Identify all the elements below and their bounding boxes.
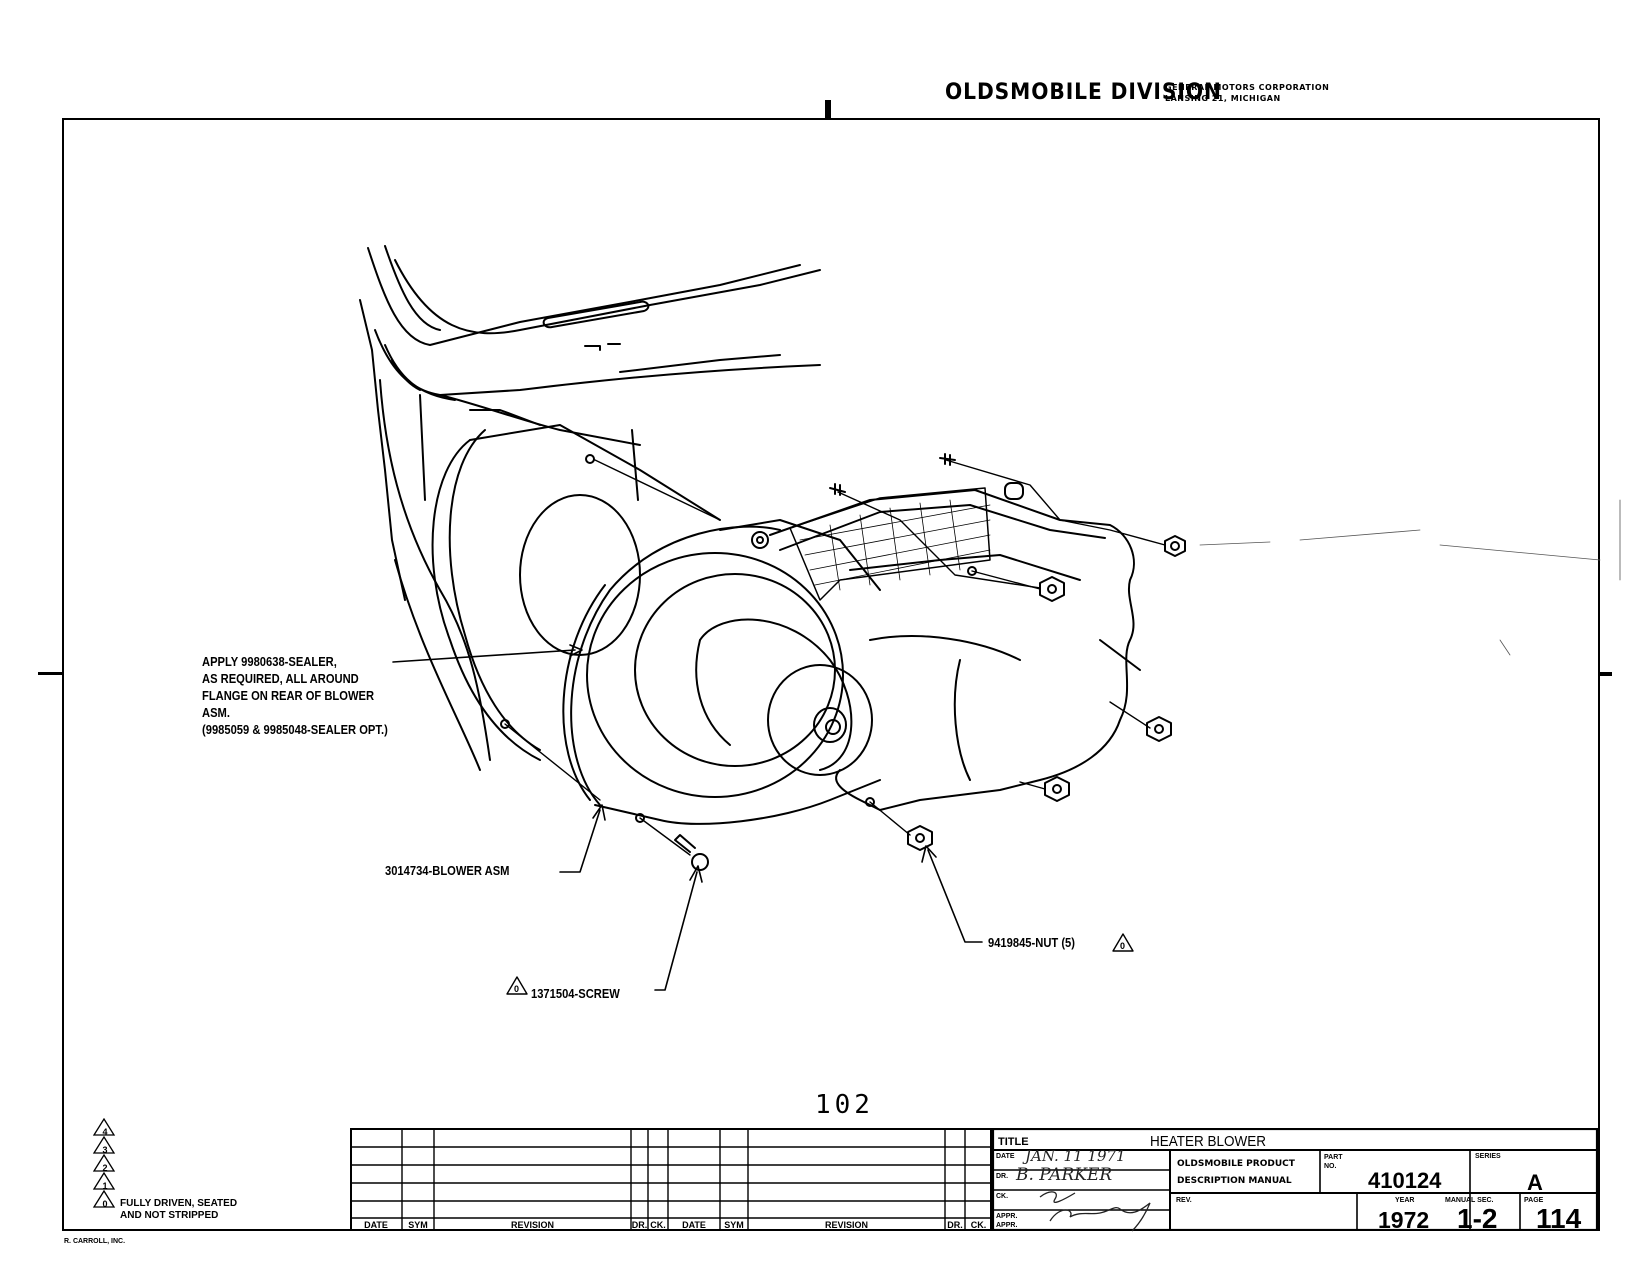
leader-lines <box>504 459 1166 856</box>
drawn-by-value: B. PARKER <box>1016 1165 1113 1185</box>
rev-col-dr-1: DR. <box>631 1220 648 1230</box>
rev-col-date-2: DATE <box>682 1220 706 1230</box>
frame-left-tick <box>38 672 62 675</box>
part-number-label: PART NO. <box>1324 1154 1343 1170</box>
legend-note: FULLY DRIVEN, SEATED AND NOT STRIPPED <box>120 1198 238 1221</box>
svg-text:0: 0 <box>1120 941 1125 951</box>
blower-housing <box>562 519 881 825</box>
cowl-panel <box>359 245 821 771</box>
rev-col-sym-1: SYM <box>408 1220 428 1230</box>
year-label: YEAR <box>1395 1197 1415 1204</box>
manual-name: OLDSMOBILE PRODUCT DESCRIPTION MANUAL <box>1177 1156 1295 1190</box>
frame-right-tick <box>1600 672 1612 676</box>
rev-col-dr-2: DR. <box>947 1220 963 1230</box>
corporation-address: LANSING 21, MICHIGAN <box>1165 94 1281 103</box>
drawing-title: HEATER BLOWER <box>1150 1133 1267 1150</box>
rev-label: REV. <box>1176 1197 1192 1204</box>
approved-label: APPR. <box>996 1213 1018 1220</box>
signature-marks <box>1039 1191 1151 1232</box>
manual-line-2: DESCRIPTION MANUAL <box>1177 1176 1292 1186</box>
svg-text:0: 0 <box>514 984 519 994</box>
blower-asm-callout: 3014734-BLOWER ASM <box>385 863 510 878</box>
page-value: 114 <box>1536 1203 1582 1234</box>
manual-section-value: 1-2 <box>1457 1203 1498 1234</box>
corporation-name: GENERAL MOTORS CORPORATION <box>1165 83 1330 92</box>
warning-triangle-digits: 0 0 <box>514 941 1125 994</box>
rev-col-date-1: DATE <box>364 1220 388 1230</box>
legend-number-0: 0 <box>102 1199 108 1209</box>
drawing-page-number: 102 <box>815 1090 874 1120</box>
date-value: JAN. 11 1971 <box>1025 1147 1126 1165</box>
frame-tick-mark <box>825 100 831 118</box>
legend-number-4: 4 <box>102 1127 108 1137</box>
legend-number-1: 1 <box>102 1181 108 1191</box>
checked-label: CK. <box>996 1193 1009 1200</box>
division-title: OLDSMOBILE DIVISION <box>945 80 1222 105</box>
sealer-callout: APPLY 9980638-SEALER, AS REQUIRED, ALL A… <box>202 654 388 737</box>
manual-line-1: OLDSMOBILE PRODUCT <box>1177 1159 1295 1169</box>
page-label: PAGE <box>1524 1197 1544 1204</box>
approved-label-2: APPR. <box>996 1222 1018 1229</box>
legend-triangles <box>92 1118 116 1208</box>
studs-and-nuts <box>674 453 1186 871</box>
series-label: SERIES <box>1475 1153 1501 1160</box>
date-label: DATE <box>996 1153 1015 1160</box>
legend-number-3: 3 <box>102 1145 108 1155</box>
screw-callout: 1371504-SCREW <box>531 986 620 1001</box>
rev-col-revision-1: REVISION <box>510 1220 554 1230</box>
revision-table-grid <box>350 1128 992 1231</box>
faint-marks <box>1199 499 1621 656</box>
series-value: A <box>1527 1170 1543 1195</box>
manual-section-label: MANUAL SEC. <box>1445 1197 1494 1204</box>
heater-case <box>769 487 1141 811</box>
nut-callout: 9419845-NUT (5) <box>988 935 1075 950</box>
callout-arrows <box>392 644 983 991</box>
rev-col-revision-2: REVISION <box>824 1220 868 1230</box>
legend-numbers: 4 3 2 1 0 <box>101 1123 109 1213</box>
drawn-by-label: DR. <box>996 1173 1009 1180</box>
title-block-grid <box>992 1128 1598 1231</box>
rev-col-ck-2: CK. <box>970 1220 987 1230</box>
warning-triangles <box>506 933 1134 995</box>
rev-col-ck-1: CK. <box>650 1220 666 1230</box>
part-number-value: 410124 <box>1368 1168 1442 1193</box>
title-label: TITLE <box>998 1136 1029 1148</box>
rev-col-sym-2: SYM <box>724 1220 744 1230</box>
year-value: 1972 <box>1378 1207 1430 1233</box>
legend-number-2: 2 <box>102 1163 108 1173</box>
printer-mark: R. CARROLL, INC. <box>64 1238 126 1245</box>
